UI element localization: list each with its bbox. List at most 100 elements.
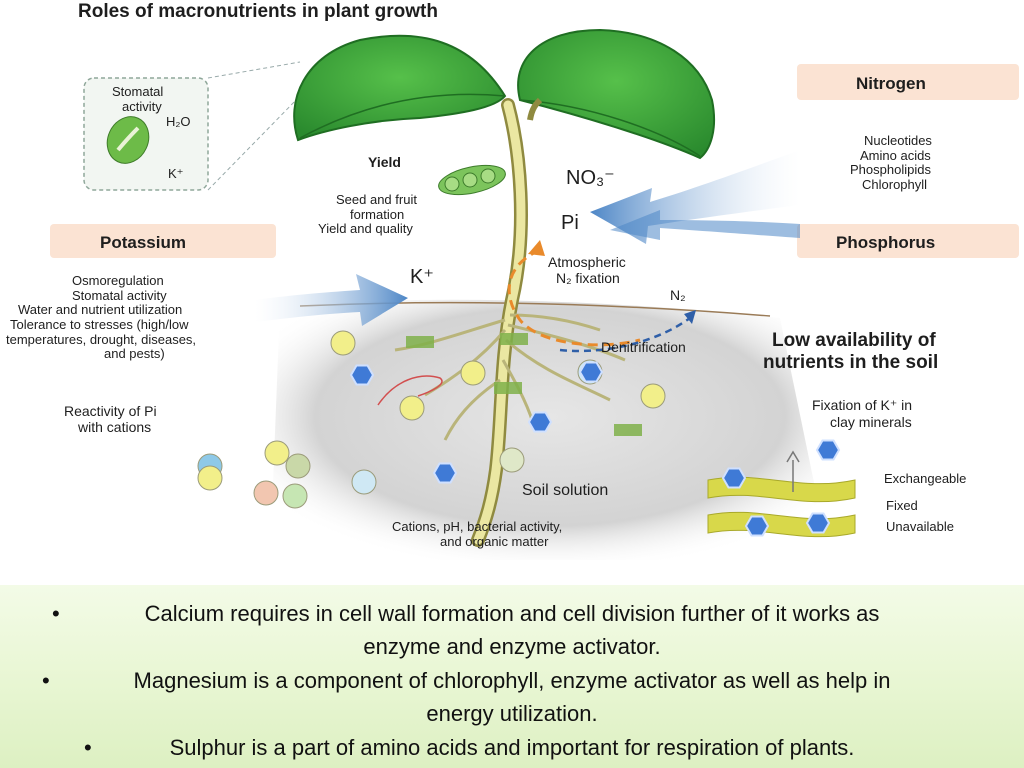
stomatal-label: Stomatal [112, 84, 163, 99]
nutrient-ball-icon [197, 465, 223, 491]
leaf-vein [299, 93, 506, 139]
cation-hexagon-icon [527, 411, 553, 433]
nutrient-ball-icon [640, 383, 666, 409]
potassium-role: Stomatal activity [72, 288, 167, 303]
cation-hexagon-icon [578, 361, 604, 383]
callout-line [207, 95, 301, 191]
soil-detail-label: Cations, pH, bacterial activity, [392, 519, 562, 534]
fixation-arrowhead-icon [528, 240, 545, 256]
bullet-text: Sulphur is a part of amino acids and imp… [169, 735, 855, 760]
denitrification-arrowhead-icon [684, 310, 696, 324]
mineral-block-icon [406, 336, 434, 348]
yield-heading: Yield [368, 154, 401, 170]
potassium-role: Water and nutrient utilization [18, 302, 182, 317]
soil-area [270, 299, 830, 560]
stoma-pore-icon [116, 126, 140, 152]
pea-icon [480, 168, 496, 184]
cation-hexagon-icon [815, 439, 841, 461]
phosphorus-arrow-icon [610, 210, 800, 240]
exchange-arrowhead-icon [786, 450, 800, 463]
cation-hexagon-icon [349, 364, 375, 386]
bullet-magnesium: • Magnesium is a component of chlorophyl… [0, 664, 1024, 730]
macronutrient-diagram: Roles of macronutrients in plant growth … [6, 1, 1019, 560]
bullet-calcium: • Calcium requires in cell wall formatio… [0, 597, 1024, 663]
nutrient-ball-icon [285, 453, 311, 479]
notes-panel: • Calcium requires in cell wall formatio… [0, 585, 1024, 768]
pea-icon [444, 176, 460, 192]
diagram-title: Roles of macronutrients in plant growth [78, 1, 438, 22]
fixed-label: Fixed [886, 498, 918, 513]
nutrient-ball-icon [351, 469, 377, 495]
cation-hexagon-icon [721, 467, 747, 489]
clay-label: Fixation of K⁺ in [812, 397, 912, 413]
bullet-text: Calcium requires in cell wall formation … [144, 601, 880, 626]
potassium-role: and pests) [104, 346, 165, 361]
mineral-block-icon [494, 382, 522, 394]
pea-icon [462, 172, 478, 188]
callout-line [207, 61, 301, 79]
pi-label: Pi [561, 212, 579, 234]
potassium-role: temperatures, drought, diseases, [6, 332, 196, 347]
leaf-stalk [527, 97, 543, 121]
stem-icon [473, 100, 526, 545]
bullet-text: enzyme and enzyme activator. [363, 634, 661, 659]
bullet-sulphur: • Sulphur is a part of amino acids and i… [0, 731, 1024, 764]
clay-label: clay minerals [830, 414, 912, 430]
nitrogen-role: Phospholipids [850, 162, 931, 177]
soil-solution-label: Soil solution [522, 482, 608, 499]
bullet-text: Magnesium is a component of chlorophyll,… [133, 668, 891, 693]
cation-hexagon-icon [744, 515, 770, 537]
bullet-marker: • [42, 668, 50, 693]
yield-line: Seed and fruit [336, 192, 417, 207]
k-label: K⁺ [168, 166, 184, 181]
mineral-block-icon [500, 333, 528, 345]
potassium-role: Osmoregulation [72, 273, 164, 288]
potassium-heading: Potassium [100, 233, 186, 252]
nutrient-ball-icon [253, 480, 279, 506]
cation-hexagon-icon [805, 512, 831, 534]
h2o-label: H₂O [166, 114, 191, 129]
nutrient-ball-icon [499, 447, 525, 473]
potassium-arrow-icon [255, 274, 408, 326]
nitrogen-role: Nucleotides [864, 133, 932, 148]
potassium-role: Tolerance to stresses (high/low [10, 317, 189, 332]
left-leaf-icon [293, 34, 507, 142]
stomatal-label: activity [122, 99, 162, 114]
nutrient-ball-icon [264, 440, 290, 466]
bullet-text: energy utilization. [426, 701, 598, 726]
root-hair [377, 375, 443, 406]
reactivity-label: Reactivity of Pi [64, 403, 157, 419]
yield-line: Yield and quality [318, 221, 413, 236]
nutrient-ball-icon [399, 395, 425, 421]
clay-layer-top [707, 476, 856, 503]
bullet-marker: • [84, 735, 92, 760]
phosphorus-heading: Phosphorus [836, 233, 935, 252]
nitrogen-role: Amino acids [860, 148, 931, 163]
reactivity-label: with cations [77, 419, 151, 435]
nutrient-particles [197, 330, 841, 537]
exchangeable-label: Exchangeable [884, 471, 966, 486]
nitrogen-heading: Nitrogen [856, 74, 926, 93]
denitrification-arrow-icon [559, 316, 691, 353]
yield-line: formation [350, 207, 404, 222]
potassium-box [50, 224, 276, 258]
fixation-label: Atmospheric [548, 254, 626, 270]
denitrification-label: Denitrification [601, 339, 686, 355]
cation-hexagon-icon [432, 462, 458, 484]
k-ion-label: K⁺ [410, 266, 434, 288]
nitrogen-role: Chlorophyll [862, 177, 927, 192]
soil-detail-label: and organic matter [440, 534, 549, 549]
right-leaf-icon [517, 28, 716, 160]
fixation-cycle-icon [507, 248, 641, 347]
nutrient-ball-icon [460, 360, 486, 386]
nutrient-ball-icon [282, 483, 308, 509]
low-availability-heading: Low availability of [772, 330, 936, 351]
nitrogen-box [797, 64, 1019, 100]
phosphorus-box [797, 224, 1019, 258]
no3-label: NO₃⁻ [566, 167, 615, 189]
fixation-label: N₂ fixation [556, 270, 620, 286]
bullet-marker: • [52, 601, 60, 626]
nutrient-ball-icon [330, 330, 356, 356]
unavailable-label: Unavailable [886, 519, 954, 534]
low-availability-heading: nutrients in the soil [763, 352, 938, 373]
